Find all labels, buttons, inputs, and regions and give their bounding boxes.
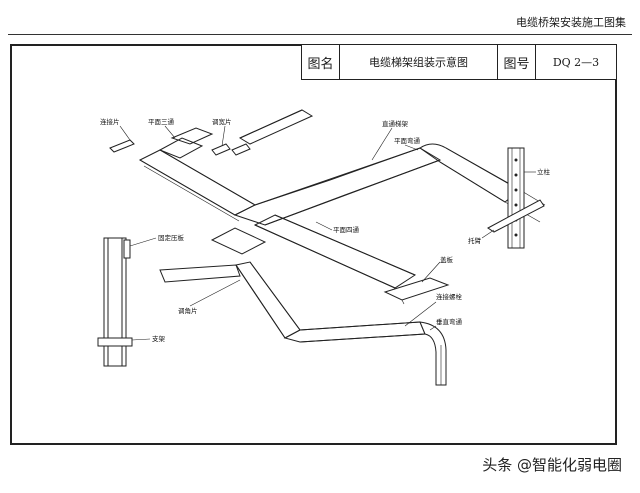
title-block: 图名 电缆梯架组装示意图 图号 DQ 2—3	[301, 44, 617, 80]
callout-flat-tee: 平面三通	[148, 117, 175, 126]
watermark: 头条 @智能化弱电圈	[482, 456, 622, 474]
callout-support: 支架	[152, 334, 166, 343]
callout-cover-plate: 盖板	[440, 255, 454, 264]
drawing-name-value: 电缆梯架组装示意图	[340, 45, 498, 79]
column-and-bracket	[487, 147, 545, 249]
callout-straight-ladder: 直通梯架	[382, 119, 409, 128]
callout-fixed-clamp: 固定压板	[158, 233, 185, 242]
lower-ladder-run	[159, 261, 447, 386]
drawing-number-value: DQ 2—3	[552, 55, 600, 69]
callout-width-adjust-plate: 调宽片	[212, 117, 232, 126]
callout-connecting-bolt: 连接螺栓	[436, 292, 463, 301]
main-ladder-run	[138, 143, 546, 226]
callout-bracket-arm: 托臂	[468, 236, 482, 245]
loose-parts-top-left	[109, 109, 314, 159]
callout-column: 立柱	[537, 167, 551, 176]
callout-flat-elbow: 平面弯通	[394, 136, 421, 145]
header-rule	[8, 34, 632, 35]
drawing-sheet: 图名 电缆梯架组装示意图 图号 DQ 2—3	[10, 44, 617, 445]
callout-flat-cross: 平面四通	[333, 225, 360, 234]
callout-vertical-elbow: 垂直弯通	[436, 317, 463, 326]
drawing-number-label: 图号	[498, 45, 536, 79]
drawing-name-label: 图名	[302, 45, 340, 79]
callout-connector-plate: 连接片	[100, 117, 120, 126]
vertical-ladder-left	[97, 237, 133, 367]
flat-cross-branch	[210, 214, 450, 305]
callout-angle-adjust-plate: 调角片	[178, 306, 198, 315]
atlas-title: 电缆桥架安装施工图集	[516, 16, 626, 29]
